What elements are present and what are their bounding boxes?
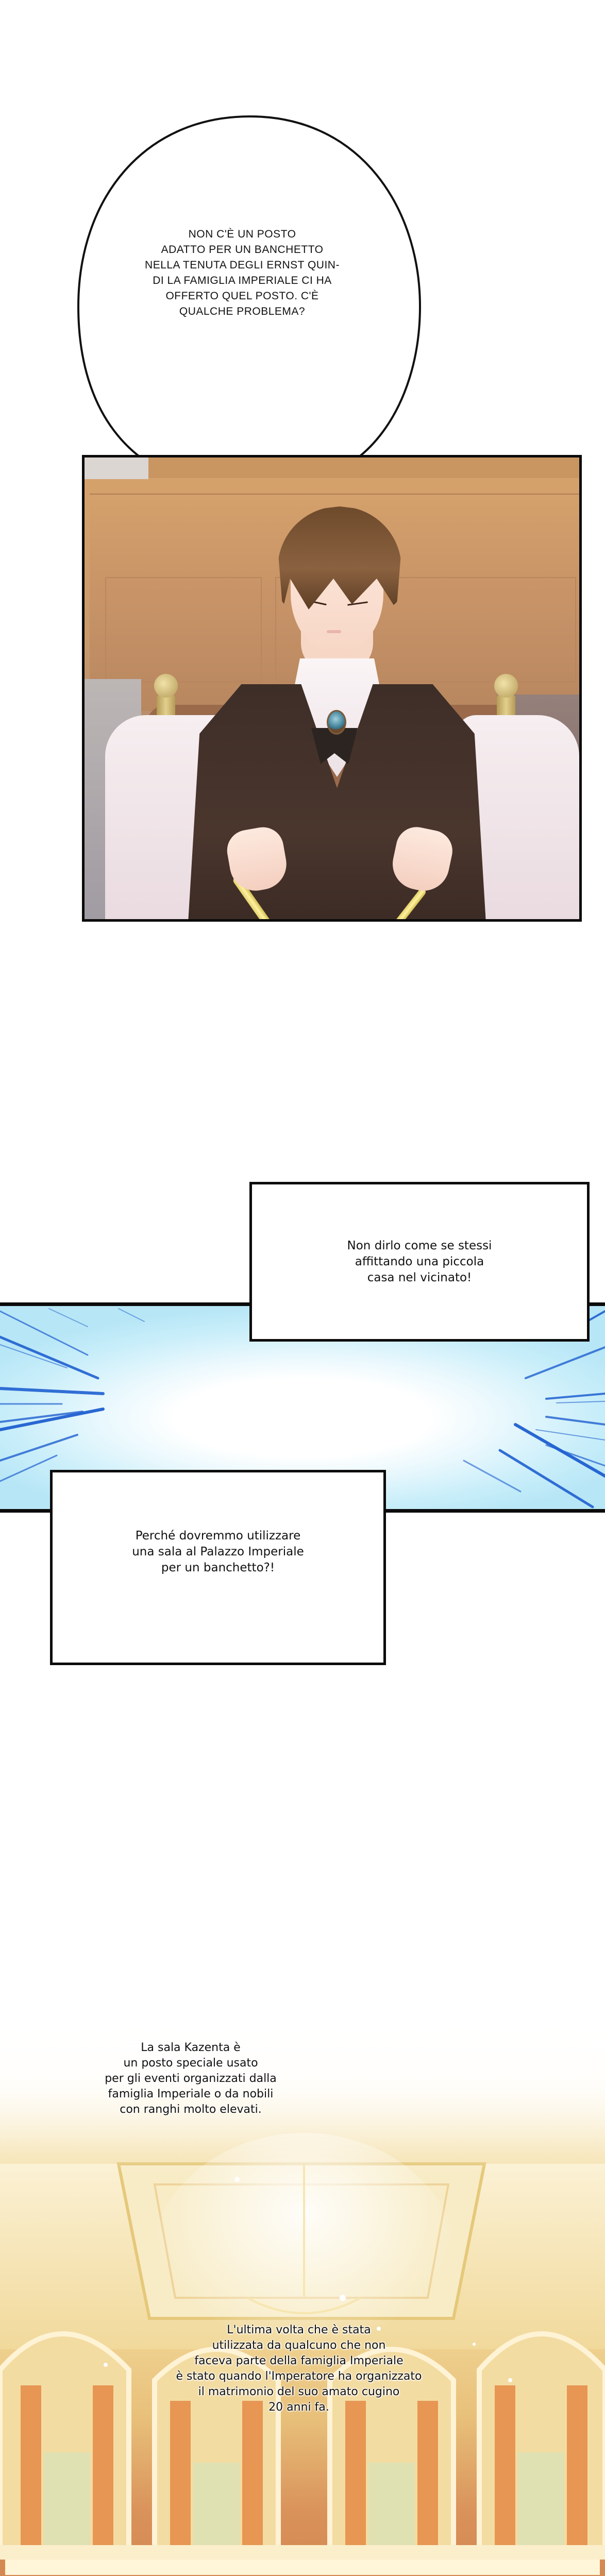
narration-box-1-text: Non dirlo come se stessi affittando una … bbox=[347, 1238, 492, 1286]
box-line: Perché dovremmo utilizzare bbox=[135, 1529, 301, 1543]
bubble-line: NON C'È UN POSTO bbox=[188, 228, 296, 240]
narration-box-1: Non dirlo come se stessi affittando una … bbox=[249, 1182, 590, 1342]
narration-line: il matrimonio del suo amato cugino bbox=[198, 2385, 400, 2398]
speech-bubble-text: NON C'È UN POSTO ADATTO PER UN BANCHETTO… bbox=[106, 227, 379, 319]
panel-ballroom bbox=[0, 2009, 605, 2576]
carved-panel-scroll bbox=[275, 577, 576, 682]
chair-knob-left bbox=[154, 674, 178, 698]
bubble-line: QUALCHE PROBLEMA? bbox=[179, 306, 306, 317]
box-line: affittando una piccola bbox=[355, 1255, 484, 1268]
bubble-line: ADATTO PER UN BANCHETTO bbox=[161, 244, 324, 256]
window bbox=[85, 457, 148, 479]
ballroom-illustration bbox=[0, 2133, 605, 2575]
box-line: una sala al Palazzo Imperiale bbox=[132, 1545, 304, 1558]
wall-top bbox=[85, 457, 579, 478]
narration-line: famiglia Imperiale o da nobili bbox=[108, 2088, 274, 2100]
narration-line: con ranghi molto elevati. bbox=[120, 2103, 262, 2116]
speed-lines bbox=[0, 1308, 605, 1509]
narration-line: La sala Kazenta è bbox=[141, 2041, 241, 2054]
narration-line: L'ultima volta che è stata bbox=[227, 2324, 371, 2336]
narration-box-2: Perché dovremmo utilizzare una sala al P… bbox=[50, 1470, 386, 1665]
blue-brooch bbox=[327, 710, 346, 735]
mouth bbox=[327, 630, 341, 633]
bubble-line: NELLA TENUTA DEGLI ERNST QUIN- bbox=[145, 259, 340, 271]
narration-line: utilizzata da qualcuno che non bbox=[212, 2339, 386, 2352]
narration-last-use: L'ultima volta che è stata utilizzata da… bbox=[134, 2323, 464, 2415]
box-line: casa nel vicinato! bbox=[367, 1270, 472, 1284]
bubble-line: DI LA FAMIGLIA IMPERIALE CI HA bbox=[153, 275, 332, 286]
narration-line: 20 anni fa. bbox=[268, 2401, 329, 2414]
box-line: per un banchetto?! bbox=[161, 1561, 275, 1574]
narration-line: un posto speciale usato bbox=[123, 2057, 258, 2070]
chair-knob-right bbox=[494, 674, 518, 698]
narration-kazenta-hall: La sala Kazenta è un posto speciale usat… bbox=[77, 2040, 304, 2117]
narration-box-2-text: Perché dovremmo utilizzare una sala al P… bbox=[132, 1528, 304, 1576]
panel-dining-man bbox=[82, 455, 582, 922]
carved-panel-urn bbox=[105, 577, 262, 682]
ballroom-top-fade bbox=[0, 2009, 605, 2174]
narration-line: per gli eventi organizzati dalla bbox=[105, 2072, 277, 2085]
box-line: Non dirlo come se stessi bbox=[347, 1239, 492, 1252]
narration-line: è stato quando l'Imperatore ha organizza… bbox=[176, 2370, 422, 2383]
bubble-line: OFFERTO QUEL POSTO. C'È bbox=[165, 290, 319, 302]
narration-line: faceva parte della famiglia Imperiale bbox=[194, 2354, 404, 2367]
